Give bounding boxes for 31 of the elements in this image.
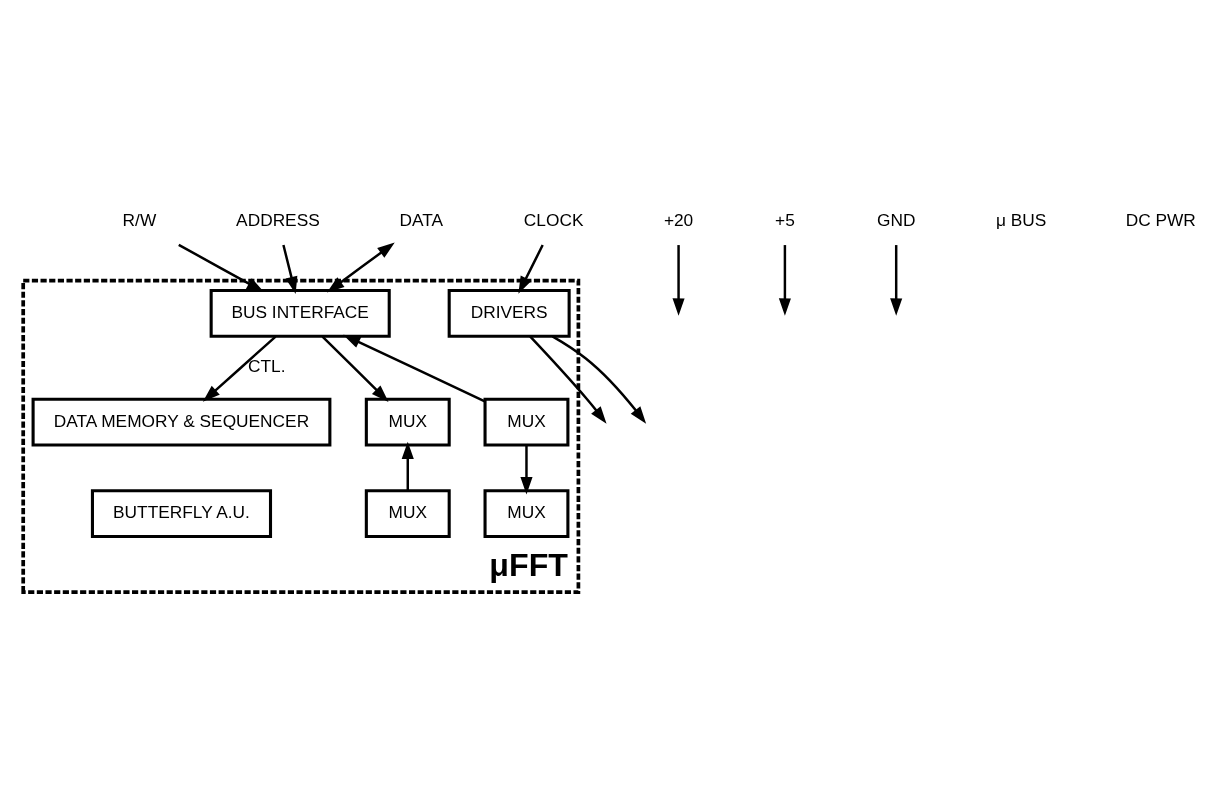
node-text: ADDRESS	[236, 210, 320, 231]
arrow	[326, 242, 395, 293]
node-box: MUX	[364, 489, 451, 539]
arrow	[518, 244, 544, 294]
arrow	[778, 245, 791, 316]
node-box: MUX	[364, 397, 451, 447]
node-text: R/W	[122, 210, 157, 231]
node-box: BUTTERFLY A.U.	[90, 489, 273, 539]
node-text: +20	[663, 210, 694, 231]
node-box: BUS INTERFACE	[209, 288, 391, 338]
arrow	[282, 244, 298, 294]
arrow	[401, 441, 414, 491]
node-text: DATA	[399, 210, 444, 231]
arrow	[343, 334, 486, 403]
arrow	[520, 445, 533, 495]
node-box: DATA MEMORY & SEQUENCER	[31, 397, 332, 447]
label: DC PWR	[1125, 210, 1196, 231]
node-box: MUX	[483, 489, 570, 539]
arrow	[672, 245, 685, 316]
label: μ BUS	[995, 210, 1047, 231]
arrow	[551, 335, 647, 424]
edge-label: CTL.	[248, 356, 286, 377]
arrow	[202, 335, 277, 402]
node-text: CLOCK	[523, 210, 584, 231]
node-box: MUX	[483, 397, 570, 447]
node-text: GND	[876, 210, 916, 231]
arrow	[321, 335, 389, 402]
node-text: +5	[775, 210, 795, 231]
node-box: DRIVERS	[447, 288, 571, 338]
arrow	[529, 335, 607, 424]
arrow	[890, 245, 903, 316]
